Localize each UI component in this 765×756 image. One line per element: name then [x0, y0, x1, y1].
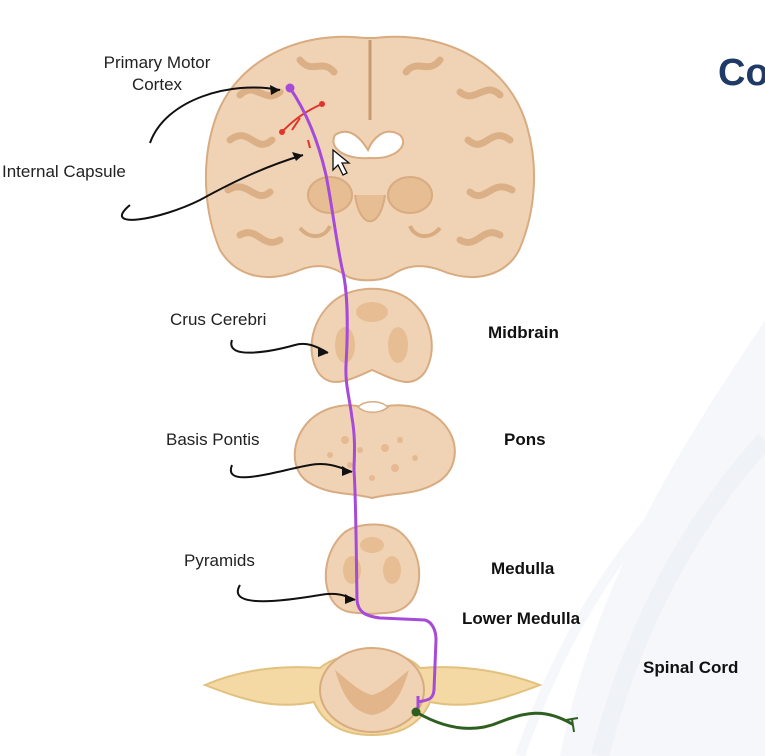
mouse-cursor-icon [332, 148, 351, 176]
arrow-basis-pontis [229, 462, 353, 479]
background-swirl [515, 320, 765, 756]
lower-motor-neuron-soma [411, 707, 421, 717]
label-primary-motor-cortex: Primary Motor Cortex [88, 52, 226, 96]
label-internal-capsule: Internal Capsule [2, 162, 126, 181]
lower-motor-neuron-path [414, 710, 574, 730]
region-lower-medulla: Lower Medulla [462, 609, 581, 628]
region-medulla: Medulla [491, 559, 555, 578]
label-primary-motor-line2: Cortex [131, 75, 183, 94]
medulla-section [324, 523, 421, 616]
arrow-pyramids [236, 584, 356, 603]
arrow-primary-motor-cortex [149, 86, 281, 144]
label-basis-pontis: Basis Pontis [166, 430, 260, 449]
region-midbrain: Midbrain [488, 323, 559, 342]
arrow-crus-cerebri [230, 339, 329, 354]
label-pyramids: Pyramids [184, 551, 255, 570]
spinal-cord-section [202, 647, 543, 737]
region-spinal-cord: Spinal Cord [643, 658, 739, 677]
label-crus-cerebri: Crus Cerebri [170, 310, 267, 329]
arrow-internal-capsule [121, 154, 304, 221]
midbrain-section [310, 287, 433, 383]
label-primary-motor-line1: Primary Motor [103, 53, 211, 72]
upper-motor-neuron-soma [285, 83, 295, 93]
pons-section [293, 401, 456, 500]
nerve-ending-icon [565, 717, 579, 733]
slide-title: Co [718, 52, 765, 94]
cerebrum-section [204, 35, 536, 282]
corticospinal-tract-path [288, 86, 438, 704]
red-annotation-mark [279, 101, 325, 149]
region-pons: Pons [504, 430, 546, 449]
